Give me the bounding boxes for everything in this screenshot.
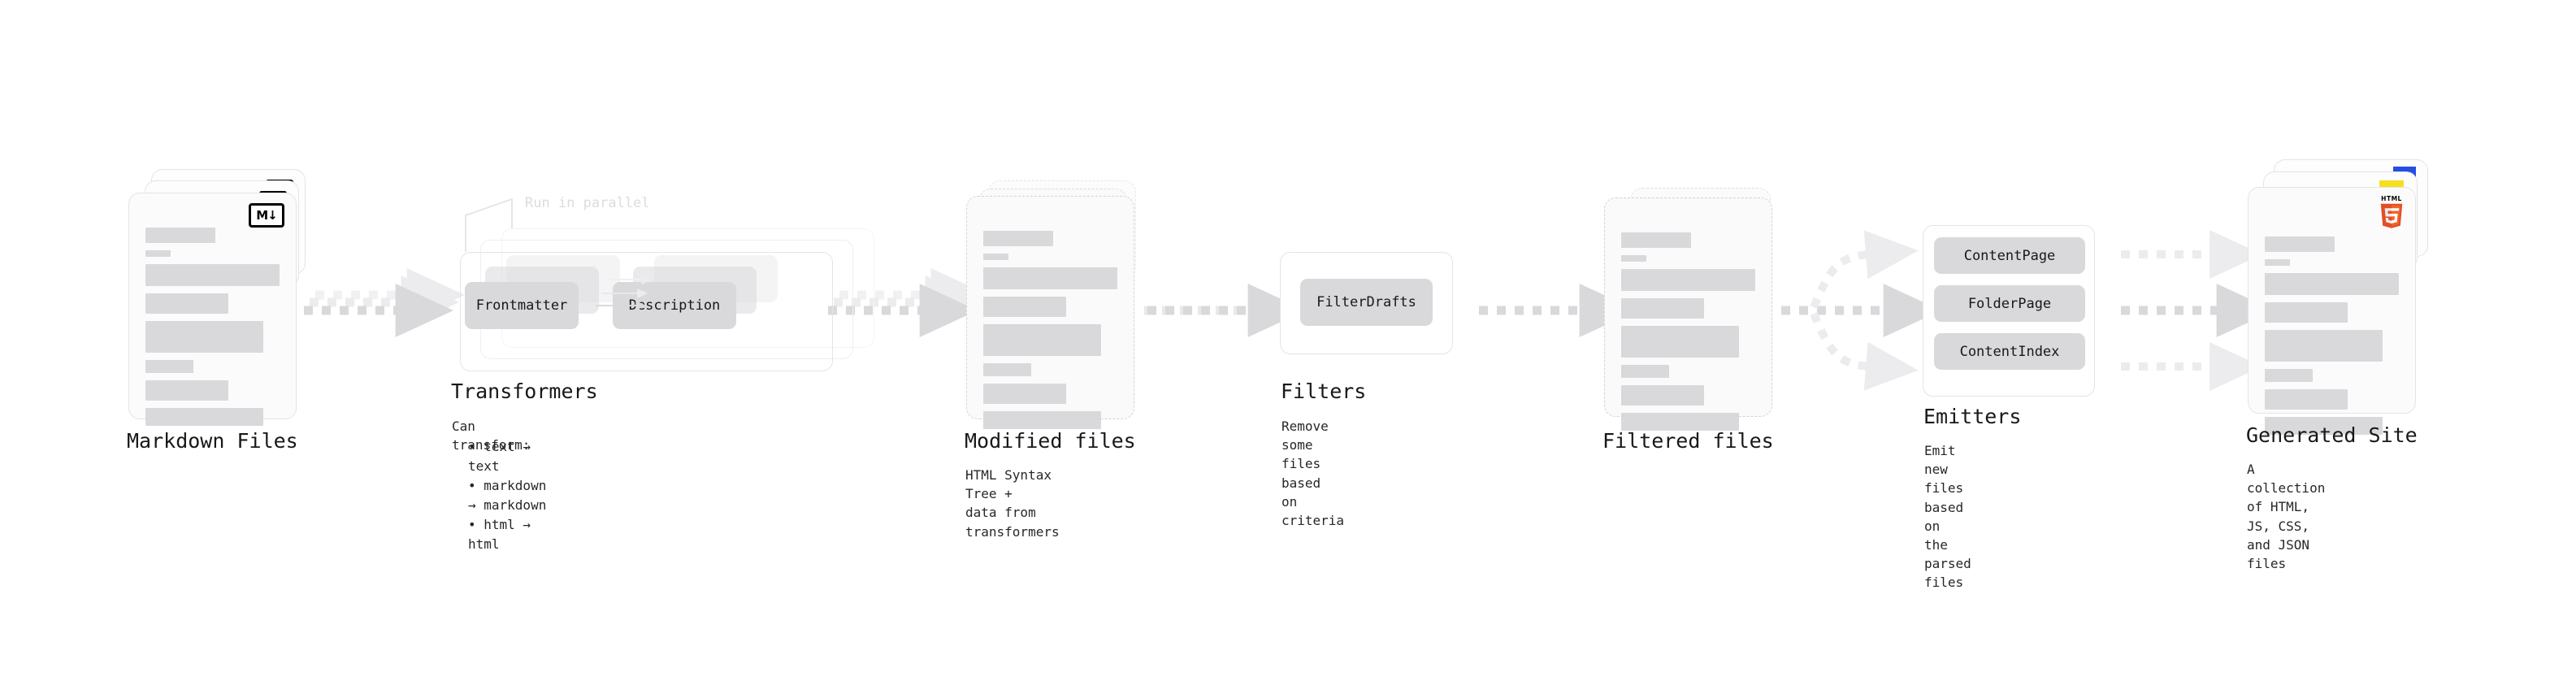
skeleton-bar [1621, 298, 1705, 319]
stage-title-generated-site: Generated Site [2246, 423, 2418, 447]
list-item-label: text → text [468, 439, 531, 474]
skeleton-bar [2265, 389, 2348, 410]
modified-skeleton [983, 231, 1117, 436]
skeleton-bar [2265, 417, 2383, 435]
skeleton-bar [1621, 326, 1740, 358]
skeleton-bar [2265, 236, 2335, 252]
skeleton-bar [2265, 369, 2314, 382]
filters-subtitle: Remove some files based on criteria [1281, 419, 1345, 528]
emitters-subtitle: Emit new files based on the parsed files [1924, 443, 1971, 591]
skeleton-bar [145, 293, 229, 314]
skeleton-bar [145, 360, 194, 373]
skeleton-bar [983, 254, 1009, 260]
emitter-pill-folderpage[interactable]: FolderPage [1934, 285, 2085, 322]
skeleton-bar [983, 231, 1053, 246]
markdown-skeleton [145, 228, 280, 433]
skeleton-bar [983, 324, 1102, 356]
generated-site-subtitle: A collection of HTML, JS, CSS, and JSON … [2247, 462, 2326, 571]
list-item: • html → html [468, 517, 531, 552]
generated-skeleton [2265, 236, 2399, 442]
html5-icon: HTML [2378, 196, 2405, 228]
connector-emitters-to-site [2121, 230, 2275, 391]
list-item-label: html → html [468, 517, 531, 552]
transformer-box-front [460, 252, 833, 371]
skeleton-bar [1621, 232, 1691, 248]
markdown-card-front: M↓ [128, 193, 297, 426]
html5-shield-icon [2380, 203, 2403, 228]
transformers-bullet-list: • text → text • markdown → markdown • ht… [457, 437, 546, 554]
skeleton-bar [983, 267, 1117, 289]
html5-icon-label: HTML [2381, 195, 2402, 202]
transformer-pill-frontmatter[interactable]: Frontmatter [465, 282, 579, 329]
skeleton-bar [1621, 413, 1740, 431]
skeleton-bar [145, 264, 280, 286]
modified-card-front [966, 196, 1134, 429]
emitter-pill-contentindex[interactable]: ContentIndex [1934, 333, 2085, 370]
skeleton-bar [145, 380, 229, 401]
generated-card-front-html: HTML [2248, 187, 2416, 435]
skeleton-bar [145, 250, 171, 257]
skeleton-bar [2265, 330, 2383, 362]
stage-title-transformers: Transformers [451, 380, 598, 403]
list-item: • markdown → markdown [468, 478, 547, 513]
run-in-parallel-label: Run in parallel [525, 195, 650, 211]
modified-files-subtitle: HTML Syntax Tree + data from transformer… [965, 467, 1060, 540]
skeleton-bar [2265, 273, 2399, 295]
connector-markdown-to-transformers [304, 268, 466, 337]
markdown-icon: M↓ [249, 203, 284, 228]
connector-filtered-to-emitters [1781, 230, 1942, 391]
skeleton-bar [145, 408, 264, 426]
list-item: • text → text [468, 439, 531, 474]
skeleton-bar [2265, 302, 2348, 323]
skeleton-bar [983, 384, 1067, 404]
skeleton-bar [1621, 269, 1755, 291]
transformer-pill-description[interactable]: Description [613, 282, 736, 329]
skeleton-bar [145, 321, 264, 353]
filtered-card-front [1604, 197, 1772, 431]
skeleton-bar [983, 363, 1032, 376]
skeleton-bar [1621, 385, 1705, 406]
stage-title-emitters: Emitters [1923, 405, 2022, 428]
stage-title-modified-files: Modified files [965, 429, 1136, 453]
filtered-skeleton [1621, 232, 1755, 438]
stage-title-markdown-files: Markdown Files [127, 429, 298, 453]
stage-title-filtered-files: Filtered files [1602, 429, 1774, 453]
emitter-pill-contentpage[interactable]: ContentPage [1934, 237, 2085, 274]
skeleton-bar [1621, 255, 1647, 262]
skeleton-bar [1621, 365, 1670, 378]
skeleton-bar [983, 411, 1102, 429]
skeleton-bar [983, 297, 1067, 317]
list-item-label: markdown → markdown [468, 478, 547, 513]
skeleton-bar [2265, 259, 2291, 266]
skeleton-bar [145, 228, 215, 243]
stage-title-filters: Filters [1281, 380, 1367, 403]
filter-pill-filterdrafts[interactable]: FilterDrafts [1300, 279, 1433, 326]
transformers-subtitle: Can transform: [452, 419, 531, 453]
